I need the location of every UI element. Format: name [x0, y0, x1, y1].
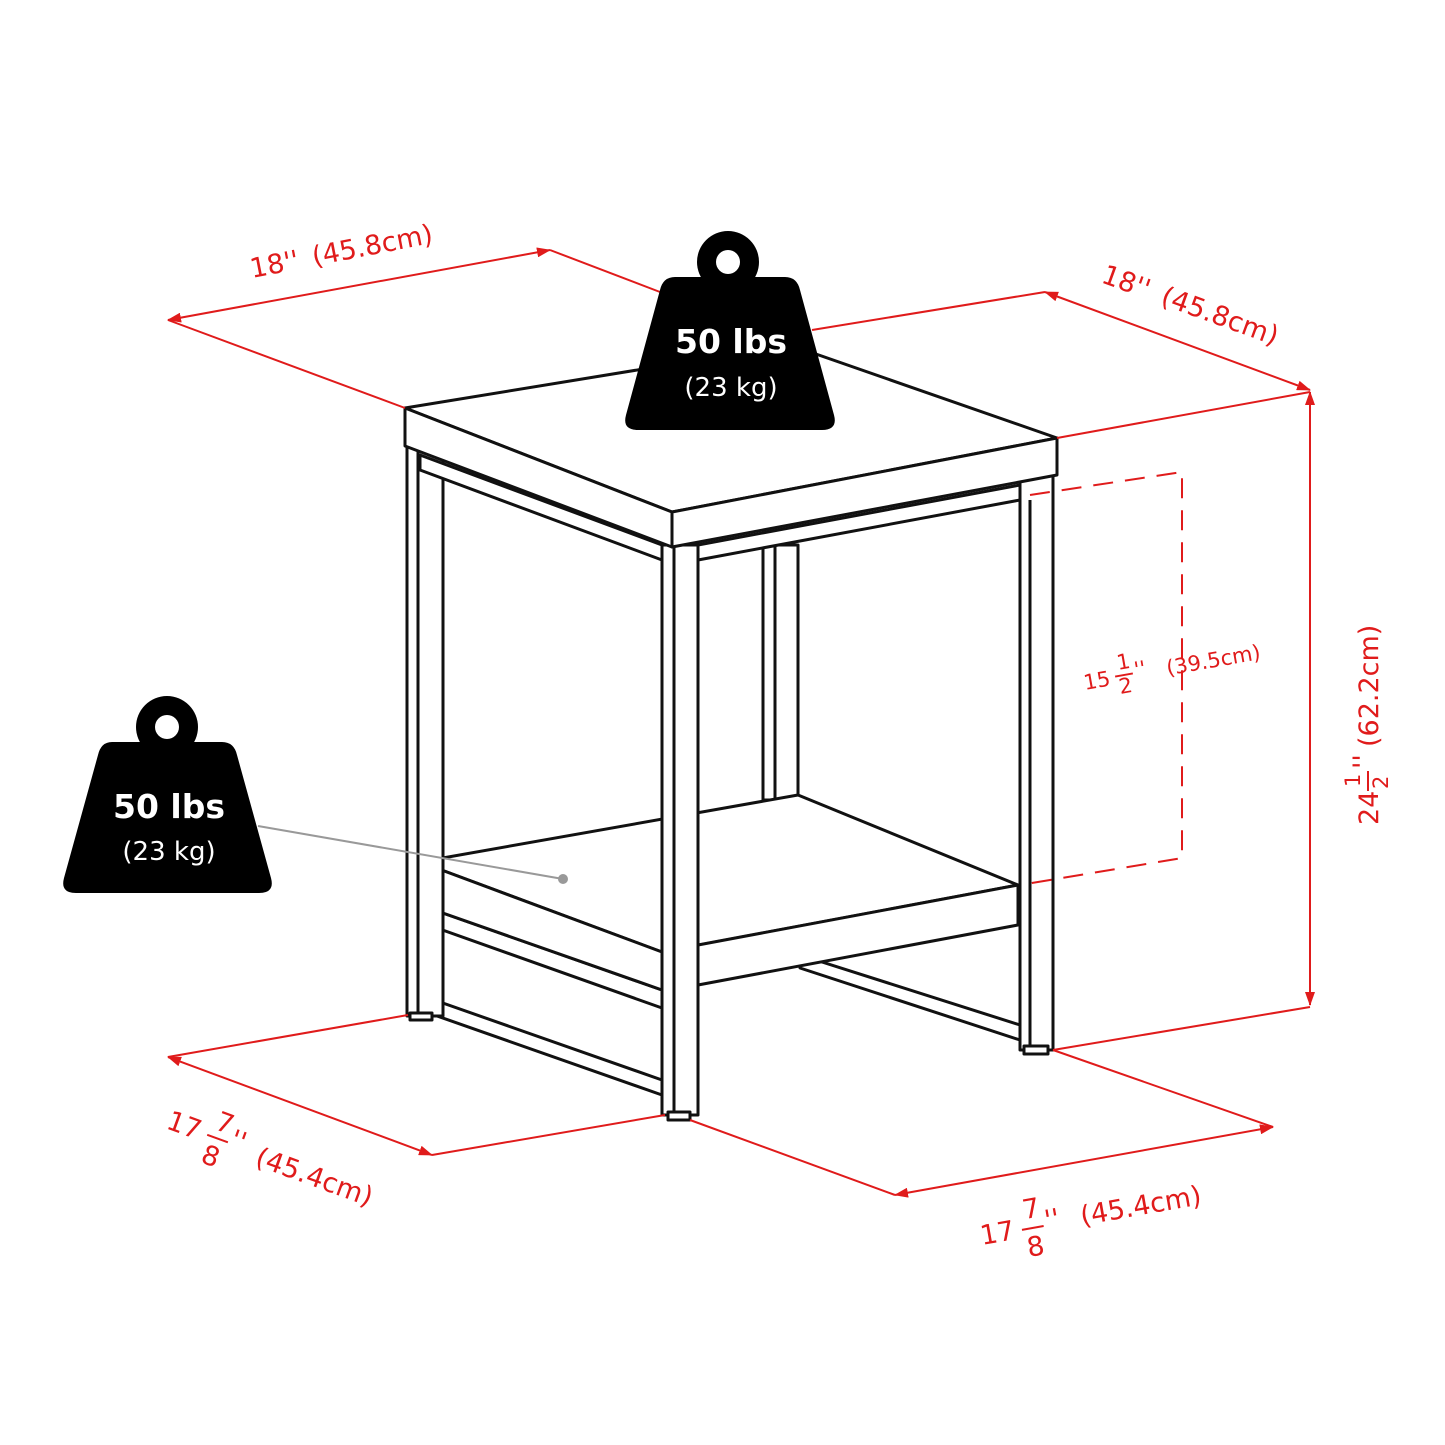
svg-text:'': '' — [1132, 656, 1148, 682]
height-label: 24 1 2 '' (62.2cm) — [1341, 625, 1393, 825]
svg-text:(45.4cm): (45.4cm) — [1078, 1180, 1204, 1232]
base-depth-label: 17 7 8 '' (45.4cm) — [163, 1105, 377, 1213]
svg-text:1: 1 — [1115, 649, 1132, 675]
svg-text:17: 17 — [163, 1105, 206, 1146]
shelf-weight-leader — [257, 825, 564, 880]
shelf-clearance-guide — [1019, 470, 1183, 886]
top-depth-label: 18''(45.8cm) — [247, 219, 435, 285]
end-table — [403, 343, 1059, 1122]
top-width-label: 18''(45.8cm) — [1098, 259, 1283, 352]
right-bottom-rail — [798, 953, 1022, 1042]
svg-text:(39.5cm): (39.5cm) — [1164, 640, 1262, 680]
top-weight-lbs: 50 lbs — [675, 322, 787, 361]
table-top-front-edge — [670, 436, 1059, 549]
base-width-label: 17 7 8 '' (45.4cm) — [978, 1180, 1204, 1264]
svg-text:2: 2 — [1117, 673, 1134, 699]
svg-text:24: 24 — [1354, 791, 1385, 825]
left-leg — [405, 444, 445, 1018]
svg-text:(62.2cm): (62.2cm) — [1354, 625, 1385, 747]
svg-text:8: 8 — [1025, 1230, 1047, 1264]
svg-text:17: 17 — [978, 1215, 1017, 1251]
svg-text:8: 8 — [197, 1139, 224, 1174]
left-bottom-rail — [418, 993, 664, 1097]
svg-text:18''(45.8cm): 18''(45.8cm) — [1098, 259, 1283, 352]
shelf-clearance-label: 15 1 2 '' (39.5cm) — [1082, 640, 1263, 699]
svg-text:1: 1 — [1341, 774, 1365, 787]
back-leg — [761, 543, 800, 802]
svg-text:7: 7 — [1020, 1193, 1042, 1227]
svg-text:'': '' — [1348, 754, 1379, 769]
shelf-weight-icon: 50 lbs (23 kg) — [63, 696, 272, 893]
shelf-weight-leader-dot — [558, 874, 568, 884]
svg-text:(45.4cm): (45.4cm) — [251, 1142, 377, 1213]
svg-text:2: 2 — [1369, 776, 1393, 789]
svg-text:18''(45.8cm): 18''(45.8cm) — [247, 219, 435, 285]
shelf-weight-lbs: 50 lbs — [113, 787, 225, 826]
svg-text:'': '' — [1042, 1203, 1062, 1236]
right-leg — [1018, 473, 1055, 1052]
svg-text:15: 15 — [1082, 667, 1112, 695]
dimension-lines — [167, 247, 1315, 1198]
top-weight-kg: (23 kg) — [684, 373, 777, 403]
top-weight-icon: 50 lbs (23 kg) — [625, 231, 835, 430]
front-leg — [660, 543, 700, 1117]
shelf-weight-kg: (23 kg) — [122, 837, 215, 867]
